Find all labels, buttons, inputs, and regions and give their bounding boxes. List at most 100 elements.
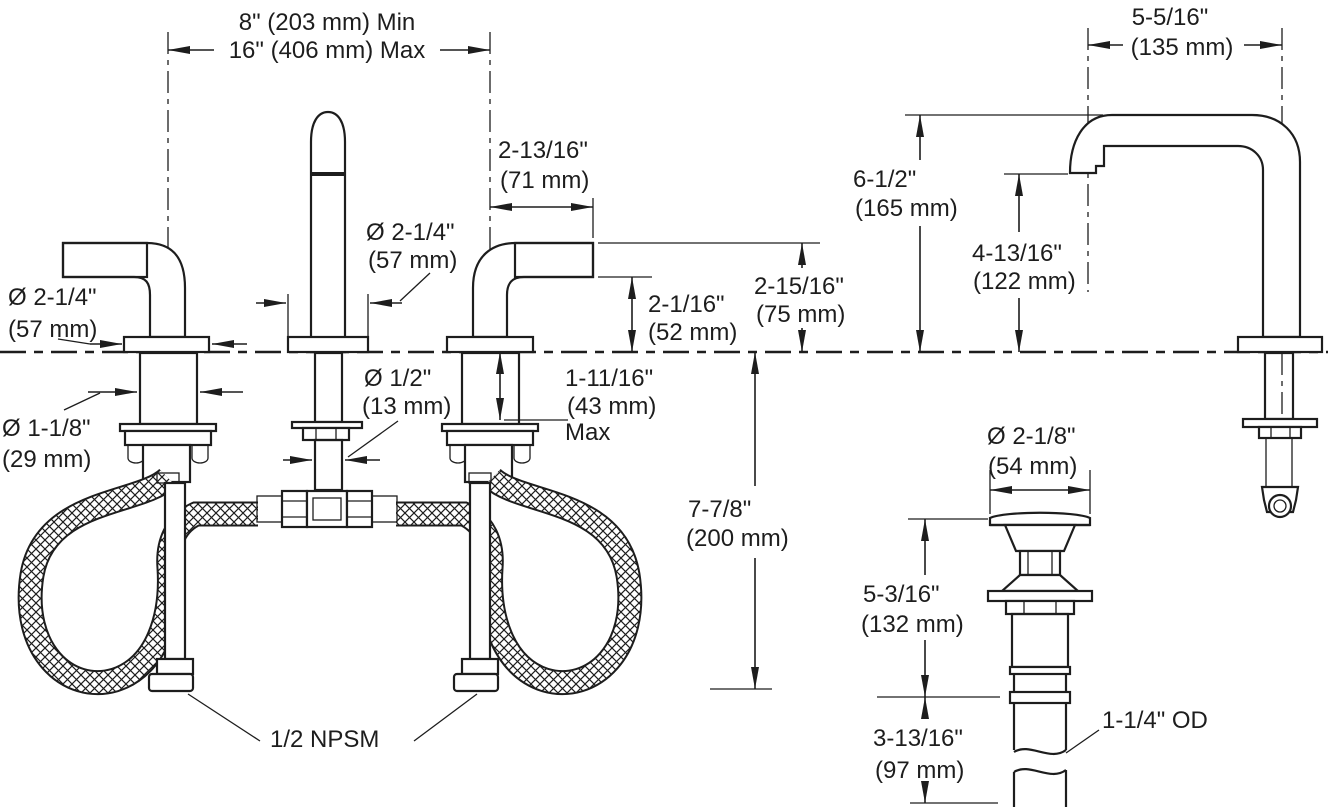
handle-shank-dia-label-2: (29 mm) — [2, 446, 91, 473]
right-mounting-screw — [513, 444, 531, 464]
tee-body-detail — [312, 497, 342, 521]
spout-reach-label-2: (135 mm) — [1131, 34, 1234, 61]
spread-min-label: 8" (203 mm) Min — [239, 9, 416, 36]
leader-line — [63, 392, 101, 411]
handle-length-label-2: (71 mm) — [500, 167, 589, 194]
right-valve-mounting-bracket — [445, 429, 535, 447]
tee-right-ferrule — [371, 495, 398, 523]
leader-line — [413, 693, 478, 742]
leader-line — [57, 338, 91, 345]
left-supply-tube — [163, 481, 187, 661]
drain-locknut — [1004, 599, 1076, 616]
handle-top-height-label-2: (75 mm) — [756, 301, 845, 328]
tee-fitting — [256, 489, 398, 529]
spout-threaded-shank — [313, 351, 344, 424]
handle-shank-dia-label-1: Ø 1-1/8" — [2, 415, 91, 442]
spout-shank-dia-label-1: Ø 1/2" — [364, 365, 431, 392]
tee-right-nut — [345, 489, 374, 529]
spout-shank-assembly — [290, 351, 364, 492]
left-handle-escutcheon — [122, 335, 211, 354]
hose-end-fitting-face — [1267, 493, 1293, 519]
right-supply-tube — [468, 481, 492, 661]
left-npsm-connector — [147, 672, 195, 693]
right-valve-assembly — [440, 351, 540, 484]
under-deck-label-2: (200 mm) — [686, 525, 789, 552]
spout-height-label-1: 6-1/2" — [853, 166, 916, 193]
supply-tubes — [147, 472, 500, 693]
side-view-dimensions — [877, 41, 1282, 804]
faucet-front-view — [17, 32, 820, 742]
handle-length-label-1: 2-13/16" — [498, 137, 588, 164]
handle-trim-dia-label-2: (57 mm) — [8, 316, 97, 343]
drain-flange-cone — [999, 573, 1081, 593]
tailpiece-length-label-2: (97 mm) — [875, 757, 964, 784]
tailpiece-break-line — [1013, 768, 1067, 776]
drain-body-label-2: (132 mm) — [861, 611, 964, 638]
tailpiece-length-label-1: 3-13/16" — [873, 725, 963, 752]
drain-flange-ring — [986, 589, 1094, 603]
hose-end-fitting-bore — [1273, 499, 1287, 513]
spout-side-washer — [1241, 417, 1319, 429]
front-view-dimensions — [57, 46, 820, 742]
spout-side-escutcheon — [1236, 335, 1324, 354]
spout-reach-label-1: 5-5/16" — [1132, 4, 1209, 31]
drain-body-band — [1008, 665, 1072, 676]
drain-dia-label-1: Ø 2-1/8" — [987, 423, 1076, 450]
drain-stopper-neck — [1018, 549, 1062, 577]
supply-connection-label: 1/2 NPSM — [270, 726, 379, 753]
leader-line — [347, 420, 399, 458]
left-valve-assembly — [118, 351, 218, 484]
handle-top-height-label-1: 2-15/16" — [754, 273, 844, 300]
left-valve-threaded-shank — [138, 351, 199, 426]
spread-max-label: 16" (406 mm) Max — [229, 37, 426, 64]
spout-escutcheon — [286, 335, 370, 354]
left-mounting-screw — [191, 444, 209, 464]
left-mounting-screw — [127, 444, 145, 464]
right-connector-hex — [460, 657, 500, 676]
drain-stopper-cap — [988, 511, 1092, 527]
drain-dia-label-2: (54 mm) — [988, 453, 1077, 480]
deck-thickness-label-3: Max — [565, 419, 610, 446]
deck-thickness-label-2: (43 mm) — [567, 393, 656, 420]
drain-stopper-taper — [1003, 523, 1077, 553]
spout-side-profile — [1068, 113, 1324, 519]
deck-thickness-label-1: 1-11/16" — [565, 365, 653, 392]
spout-side-mounting-nut — [1257, 425, 1303, 440]
spout-front — [286, 110, 370, 354]
right-handle-knurled-lever — [513, 241, 595, 279]
tee-body — [305, 489, 349, 529]
spout-height-label-2: (165 mm) — [855, 195, 958, 222]
spout-supply-nipple — [313, 438, 344, 492]
lever-height-label-1: 2-1/16" — [648, 291, 725, 318]
spout-jam-nut — [301, 426, 351, 442]
right-handle-escutcheon — [445, 335, 535, 354]
tailpiece-break-line — [1013, 748, 1067, 756]
spout-shank-dia-label-2: (13 mm) — [362, 393, 451, 420]
under-deck-label-1: 7-7/8" — [688, 496, 751, 523]
lever-height-label-2: (52 mm) — [648, 319, 737, 346]
right-braided-hose — [396, 469, 641, 694]
spout-trim-dia-label-2: (57 mm) — [368, 247, 457, 274]
left-handle-knurled-lever — [61, 241, 149, 279]
spout-side-threaded-shank — [1263, 351, 1295, 421]
left-handle — [61, 241, 211, 354]
tee-left-nut — [280, 489, 309, 529]
handle-trim-dia-label-1: Ø 2-1/4" — [8, 284, 97, 311]
drain-threaded-body — [1010, 612, 1070, 669]
left-valve-mounting-bracket — [123, 429, 213, 447]
tailpiece-od-label: 1-1/4" OD — [1102, 707, 1208, 734]
right-mounting-screw — [449, 444, 467, 464]
leader-line — [1065, 729, 1100, 754]
faucet-side-view — [877, 28, 1324, 807]
outlet-height-label-2: (122 mm) — [973, 268, 1076, 295]
tailpiece-band — [1008, 690, 1072, 705]
drain-body-label-1: 5-3/16" — [863, 581, 940, 608]
spout-trim-dia-label-1: Ø 2-1/4" — [366, 219, 455, 246]
spout-gooseneck — [1068, 113, 1302, 339]
spout-column — [309, 110, 347, 354]
leader-line — [399, 272, 431, 302]
drain-assembly — [986, 511, 1094, 807]
dimension-labels: 8" (203 mm) Min 16" (406 mm) Max Ø 2-1/4… — [2, 4, 1233, 784]
